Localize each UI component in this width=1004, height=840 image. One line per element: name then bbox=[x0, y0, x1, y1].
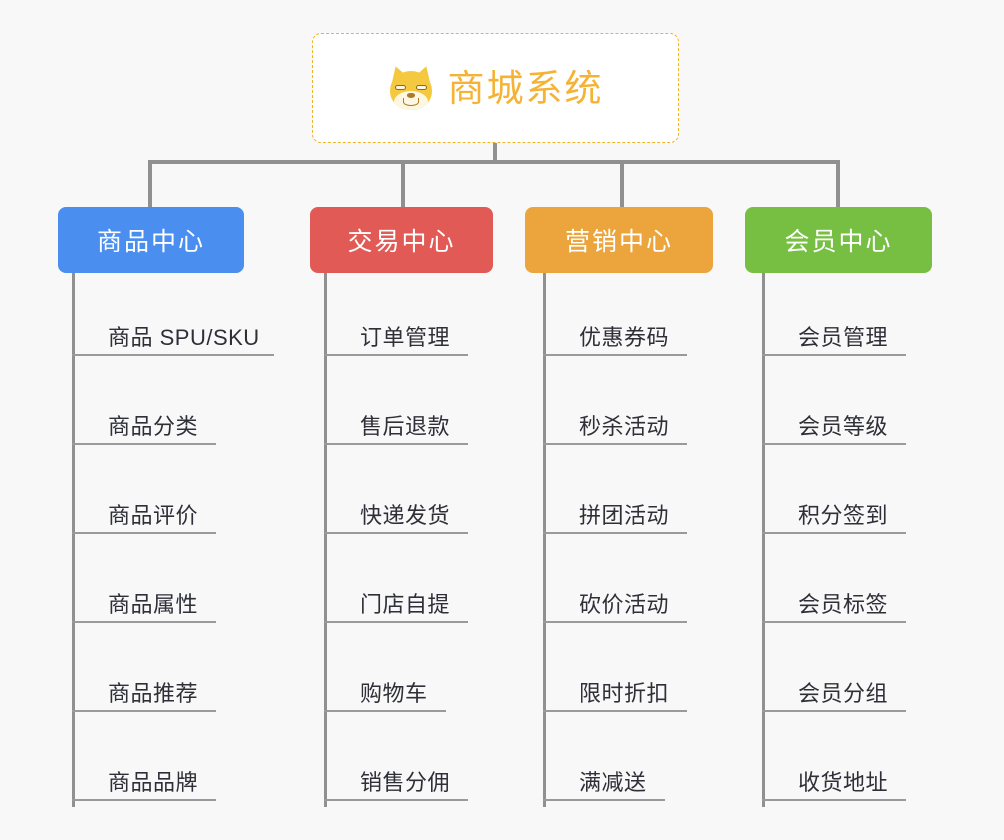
leaf-underline bbox=[72, 532, 216, 534]
leaf-underline bbox=[543, 532, 687, 534]
category-label: 商品中心 bbox=[96, 228, 205, 256]
leaf-label: 商品评价 bbox=[108, 503, 199, 528]
leaf-label: 会员等级 bbox=[798, 414, 889, 439]
leaf-underline bbox=[762, 799, 906, 801]
shiba-inu-face-icon bbox=[386, 63, 435, 111]
leaf-underline bbox=[324, 710, 446, 712]
category-box-交易中心[interactable]: 交易中心 bbox=[310, 207, 493, 273]
leaf-label: 快递发货 bbox=[360, 503, 451, 528]
category-label: 会员中心 bbox=[784, 228, 893, 256]
leaf-label: 会员管理 bbox=[798, 325, 889, 350]
category-box-营销中心[interactable]: 营销中心 bbox=[525, 207, 713, 273]
category-label: 营销中心 bbox=[564, 228, 673, 256]
category-box-会员中心[interactable]: 会员中心 bbox=[745, 207, 932, 273]
branch-trunk bbox=[324, 273, 327, 807]
leaf-label: 满减送 bbox=[579, 770, 647, 795]
leaf-underline bbox=[762, 532, 906, 534]
leaf-underline bbox=[72, 710, 216, 712]
category-box-商品中心[interactable]: 商品中心 bbox=[58, 207, 244, 273]
leaf-underline bbox=[762, 710, 906, 712]
leaf-label: 门店自提 bbox=[360, 592, 451, 617]
leaf-label: 拼团活动 bbox=[579, 503, 670, 528]
leaf-label: 收货地址 bbox=[798, 770, 889, 795]
leaf-underline bbox=[324, 621, 468, 623]
leaf-underline bbox=[72, 443, 216, 445]
leaf-underline bbox=[543, 354, 687, 356]
leaf-underline bbox=[72, 799, 216, 801]
leaf-label: 售后退款 bbox=[360, 414, 451, 439]
leaf-underline bbox=[762, 621, 906, 623]
leaf-label: 商品属性 bbox=[108, 592, 199, 617]
leaf-underline bbox=[72, 354, 274, 356]
leaf-underline bbox=[543, 621, 687, 623]
leaf-label: 购物车 bbox=[360, 681, 428, 706]
leaf-label: 商品品牌 bbox=[108, 770, 199, 795]
drop-connector-1 bbox=[148, 160, 152, 209]
leaf-label: 订单管理 bbox=[360, 325, 451, 350]
drop-connector-2 bbox=[401, 160, 405, 209]
branch-trunk bbox=[762, 273, 765, 807]
branch-trunk bbox=[72, 273, 75, 807]
leaf-underline bbox=[324, 799, 468, 801]
leaf-label: 商品 SPU/SKU bbox=[108, 325, 260, 350]
leaf-label: 砍价活动 bbox=[579, 592, 670, 617]
leaf-label: 会员分组 bbox=[798, 681, 889, 706]
leaf-label: 积分签到 bbox=[798, 503, 889, 528]
leaf-underline bbox=[324, 532, 468, 534]
drop-connector-4 bbox=[836, 160, 840, 209]
leaf-underline bbox=[762, 443, 906, 445]
leaf-label: 商品分类 bbox=[108, 414, 199, 439]
root-node-商城系统[interactable]: 商城系统 bbox=[312, 33, 679, 143]
root-title: 商城系统 bbox=[447, 67, 604, 109]
leaf-label: 商品推荐 bbox=[108, 681, 199, 706]
leaf-underline bbox=[324, 354, 468, 356]
leaf-label: 秒杀活动 bbox=[579, 414, 670, 439]
leaf-label: 会员标签 bbox=[798, 592, 889, 617]
leaf-label: 优惠券码 bbox=[579, 325, 670, 350]
leaf-underline bbox=[543, 799, 665, 801]
leaf-underline bbox=[72, 621, 216, 623]
drop-connector-3 bbox=[620, 160, 624, 209]
leaf-label: 销售分佣 bbox=[360, 770, 451, 795]
leaf-label: 限时折扣 bbox=[579, 681, 670, 706]
root-stem-connector bbox=[493, 143, 497, 164]
leaf-underline bbox=[762, 354, 906, 356]
leaf-underline bbox=[543, 710, 687, 712]
leaf-underline bbox=[324, 443, 468, 445]
branch-trunk bbox=[543, 273, 546, 807]
category-label: 交易中心 bbox=[347, 228, 456, 256]
leaf-underline bbox=[543, 443, 687, 445]
horizontal-bus-connector bbox=[148, 160, 840, 164]
